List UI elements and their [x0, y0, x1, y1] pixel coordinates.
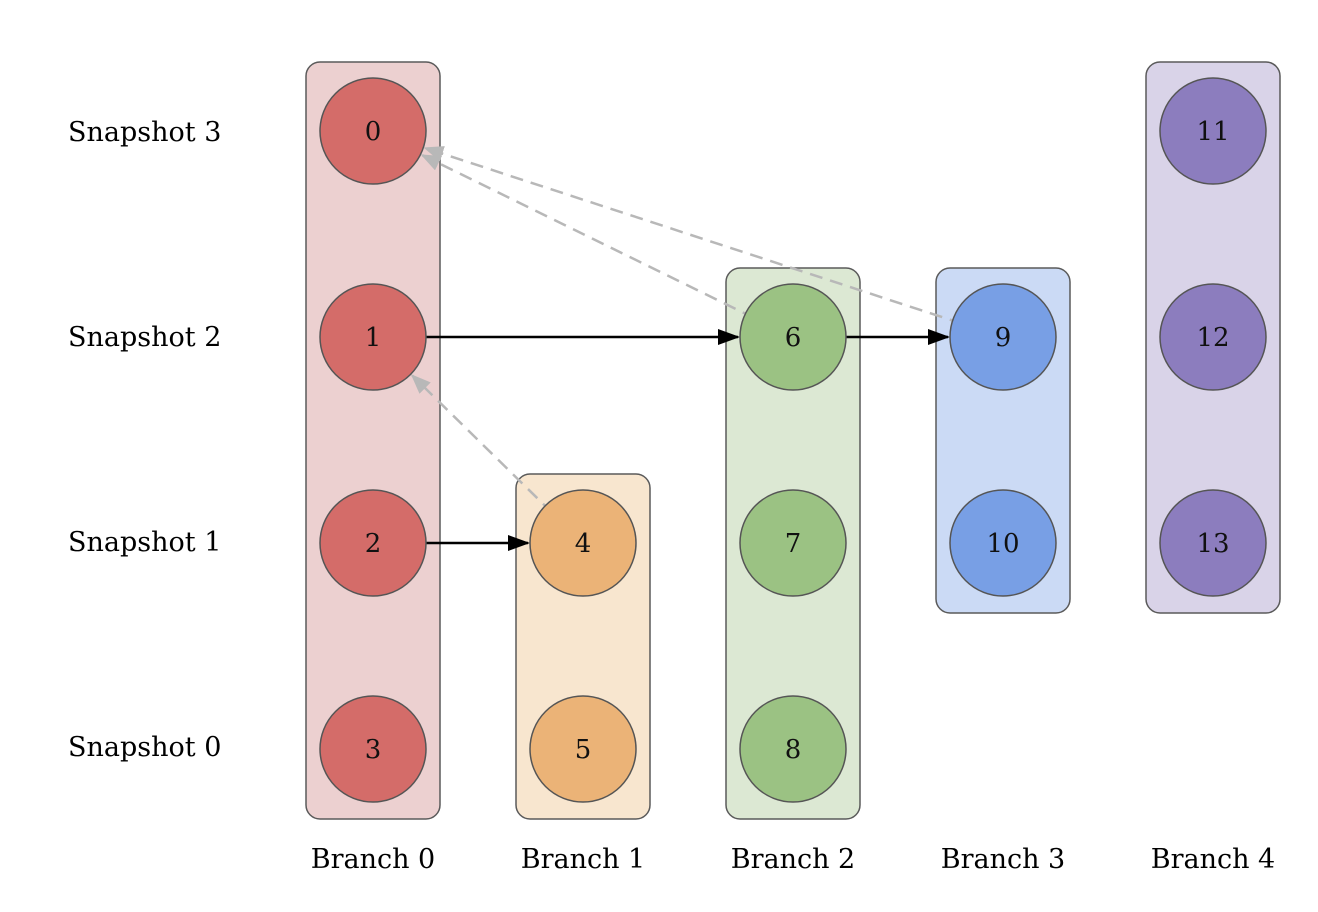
snapshot-label: Snapshot 0 [68, 732, 221, 763]
node-circle [1159, 283, 1267, 391]
node-circle [319, 489, 427, 597]
node-circle [739, 283, 847, 391]
node-label: 10 [986, 529, 1019, 559]
branch-label: Branch 4 [1151, 844, 1276, 875]
branch-label: Branch 3 [941, 844, 1066, 875]
node-label: 13 [1196, 529, 1229, 559]
branch-labels: Branch 0 Branch 1 Branch 2 Branch 3 Branch 4 [311, 844, 1276, 875]
node-label: 6 [785, 323, 802, 353]
snapshot-label: Snapshot 3 [68, 117, 221, 148]
node: 9 [949, 283, 1057, 391]
node-circle [319, 77, 427, 185]
node-circle [739, 695, 847, 803]
node: 12 [1159, 283, 1267, 391]
dashed-edge-arrow [423, 146, 963, 325]
node-label: 1 [365, 323, 382, 353]
node: 8 [739, 695, 847, 803]
snapshot-label: Snapshot 1 [68, 527, 221, 558]
node-circle [319, 283, 427, 391]
node: 11 [1159, 77, 1267, 185]
branch-box [305, 61, 441, 820]
node-circle [739, 489, 847, 597]
node: 6 [739, 283, 847, 391]
node-circle [319, 695, 427, 803]
node-label: 8 [785, 735, 802, 765]
node-label: 12 [1196, 323, 1229, 353]
node-label: 3 [365, 735, 382, 765]
node-circle [529, 695, 637, 803]
node: 3 [319, 695, 427, 803]
node: 0 [319, 77, 427, 185]
node-label: 11 [1196, 117, 1229, 147]
dashed-edge-arrow [410, 374, 554, 514]
snapshot-label: Snapshot 2 [68, 322, 221, 353]
node-label: 7 [785, 529, 802, 559]
node-circle [529, 489, 637, 597]
node-label: 0 [365, 117, 382, 147]
node-label: 4 [575, 529, 592, 559]
branch-label: Branch 2 [731, 844, 856, 875]
node: 10 [949, 489, 1057, 597]
node-circle [949, 283, 1057, 391]
node: 2 [319, 489, 427, 597]
node: 13 [1159, 489, 1267, 597]
node-label: 2 [365, 529, 382, 559]
node-label: 5 [575, 735, 592, 765]
dashed-edge-arrow [420, 154, 755, 320]
node: 7 [739, 489, 847, 597]
node: 5 [529, 695, 637, 803]
branch-label: Branch 0 [311, 844, 436, 875]
edges [410, 146, 963, 551]
node-circle [1159, 77, 1267, 185]
node: 1 [319, 283, 427, 391]
node-label: 9 [995, 323, 1012, 353]
node-circle [1159, 489, 1267, 597]
node: 4 [529, 489, 637, 597]
node-circle [949, 489, 1057, 597]
branch-label: Branch 1 [521, 844, 646, 875]
